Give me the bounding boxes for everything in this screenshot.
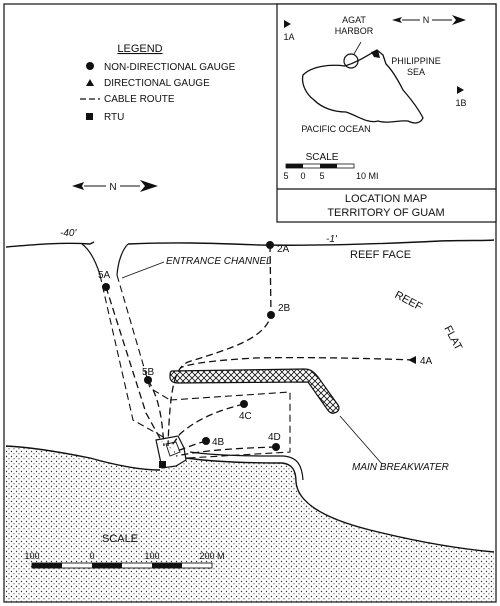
north-arrow-icon: [72, 180, 158, 192]
inset-title-line-2: TERRITORY OF GUAM: [327, 207, 444, 219]
shoreline-east: [185, 457, 495, 553]
philippine-sea-label-2: SEA: [407, 67, 425, 77]
scale-bar-fill-2: [92, 563, 122, 568]
agat-harbor-label-1: AGAT: [342, 15, 366, 25]
legend-item-cable-route: CABLE ROUTE: [104, 94, 175, 105]
cable-route-5a: [105, 286, 163, 443]
gauge-5b-marker: [144, 376, 152, 384]
flat-label: FLAT: [441, 324, 464, 353]
gauges: 2A 5A 2B 5B 4A 4C 4B 4D: [98, 241, 433, 451]
marker-1a-label: 1A: [283, 32, 294, 42]
scale-bar-fill-3: [152, 563, 182, 568]
cable-route-4a: [179, 356, 415, 369]
inset-title-line-1: LOCATION MAP: [345, 193, 427, 205]
quay-inner: [189, 451, 304, 481]
inset-scale-tick-3: 10 MI: [356, 171, 379, 181]
entrance-channel-right-bank: [116, 243, 129, 276]
inset-north-arrow-icon: [392, 15, 466, 25]
inset-scale-tick-0: 5: [283, 171, 288, 181]
entrance-channel-label: ENTRANCE CHANNEL: [166, 256, 272, 267]
gauge-5b-label: 5B: [142, 367, 155, 378]
reef-face-line: [5, 239, 495, 248]
legend-circle-icon: [86, 62, 94, 70]
legend: LEGEND NON-DIRECTIONAL GAUGE DIRECTIONAL…: [80, 43, 236, 123]
legend-item-rtu: RTU: [104, 112, 124, 123]
inset-scale-tick-1: 0: [300, 171, 305, 181]
gauge-4d-label: 4D: [268, 432, 281, 443]
legend-triangle-icon: [86, 79, 94, 86]
main-breakwater-leader: [339, 415, 383, 465]
channel-boundary-west: [99, 274, 166, 439]
cable-route-4c: [169, 403, 245, 449]
pacific-ocean-label: PACIFIC OCEAN: [301, 124, 370, 134]
depth-1-label: -1': [326, 234, 338, 245]
gauge-2a-label: 2A: [277, 244, 290, 255]
legend-item-non-directional: NON-DIRECTIONAL GAUGE: [104, 62, 236, 73]
agat-harbor-circle: [343, 53, 359, 69]
gauge-4a-marker: [408, 356, 416, 364]
reef-face-label: REEF FACE: [350, 249, 411, 261]
north-letter: N: [109, 182, 116, 193]
legend-item-directional: DIRECTIONAL GAUGE: [104, 78, 210, 89]
gauge-4d-marker: [272, 443, 280, 451]
gauge-4c-label: 4C: [239, 411, 252, 422]
gauge-5a-marker: [102, 283, 110, 291]
scale-tick-0: 100: [24, 551, 39, 561]
rtu-marker: [159, 461, 166, 468]
marker-1b-label: 1B: [455, 98, 466, 108]
scale-bar-fill-1: [32, 563, 62, 568]
gauge-4b-label: 4B: [212, 437, 225, 448]
inset-scale-tick-2: 5: [319, 171, 324, 181]
gauge-4c-marker: [240, 400, 248, 408]
cable-route-4d: [175, 446, 277, 457]
cable-route-2a-2b: [167, 244, 272, 447]
scale-tick-1: 0: [89, 551, 94, 561]
gauge-4b-marker: [202, 437, 210, 445]
gauge-2b-marker: [267, 311, 275, 319]
inset-north-letter: N: [423, 15, 430, 25]
inset-location-map: AGAT HARBOR PHILIPPINE SEA PACIFIC OCEAN…: [276, 3, 497, 223]
marker-1b-icon: [457, 86, 464, 94]
entrance-channel-left-bank: [81, 243, 101, 276]
legend-title: LEGEND: [117, 43, 162, 55]
cable-route-5b: [147, 379, 165, 447]
main-breakwater: [169, 368, 340, 414]
shoreline: [5, 445, 161, 471]
reef-label: REEF: [393, 289, 425, 314]
main-scale: SCALE 100 0 100 200 M: [24, 533, 225, 569]
agat-harbor-label-2: HARBOR: [335, 26, 374, 36]
marker-1a-icon: [284, 20, 291, 28]
orote-peninsula: [371, 50, 380, 58]
guam-island-outline: [301, 49, 424, 124]
legend-square-icon: [86, 113, 93, 120]
scale-tick-3: 200 M: [199, 551, 224, 561]
inset-scale-bar: [285, 163, 355, 169]
gauge-2a-marker: [266, 241, 274, 249]
scale-tick-2: 100: [144, 551, 159, 561]
depth-40-label: -40': [60, 228, 77, 239]
channel-boundary-east: [116, 274, 171, 401]
inner-basin-boundary: [169, 391, 291, 459]
scale-title: SCALE: [102, 533, 138, 545]
gauge-4a-label: 4A: [420, 356, 433, 367]
agat-harbor-leader: [353, 41, 362, 55]
gauge-2b-label: 2B: [278, 303, 291, 314]
main-breakwater-label: MAIN BREAKWATER: [352, 462, 449, 473]
inset-scale-title: SCALE: [306, 152, 339, 163]
cable-routes: [105, 244, 415, 457]
entrance-channel-leader: [121, 261, 165, 279]
gauge-5a-label: 5A: [98, 270, 111, 281]
inset-frame: [276, 3, 497, 223]
philippine-sea-label-1: PHILIPPINE: [391, 56, 441, 66]
